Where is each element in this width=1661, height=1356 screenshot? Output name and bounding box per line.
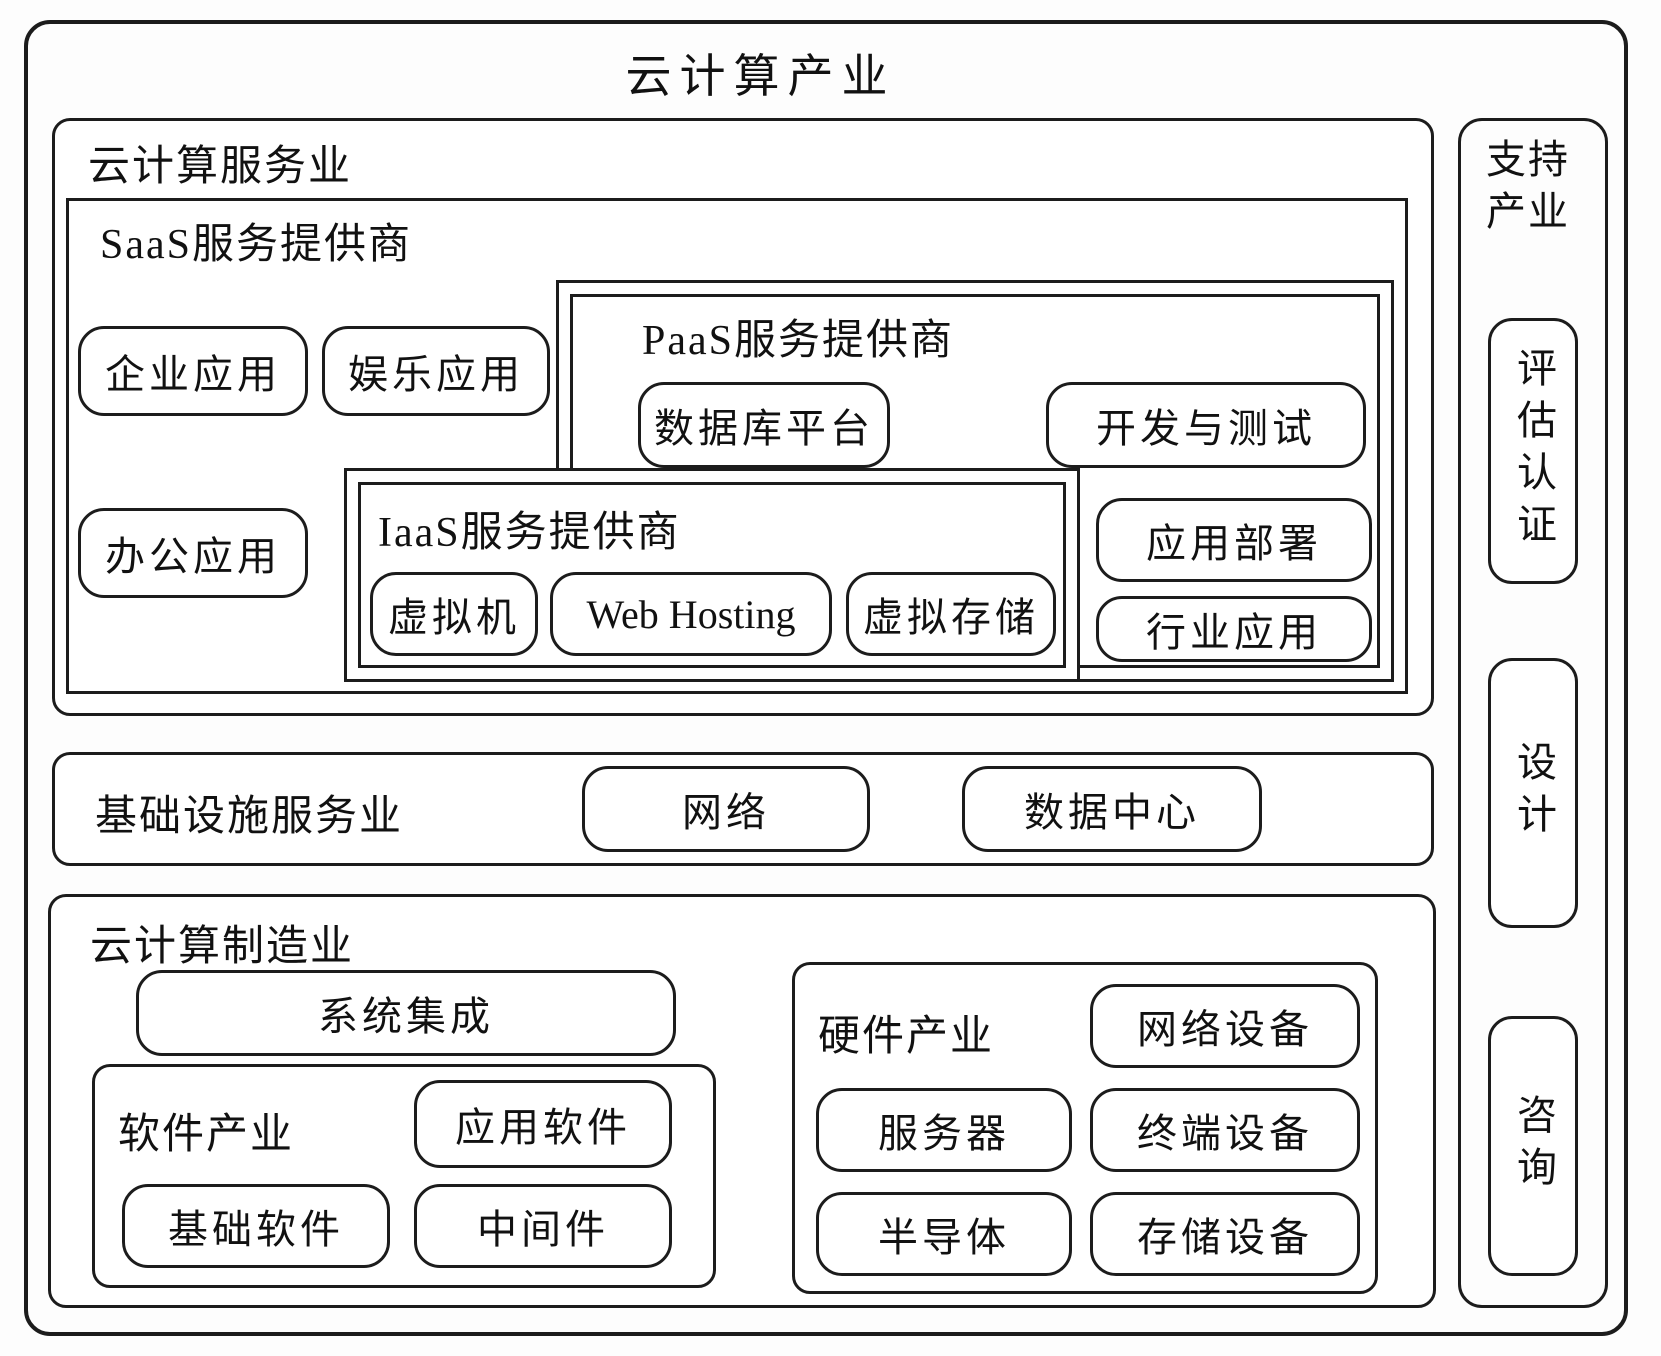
pill-network: 网络 xyxy=(582,766,870,852)
paas-label: PaaS服务提供商 xyxy=(642,318,955,364)
pill-enterprise-apps: 企业应用 xyxy=(78,326,308,416)
iaas-label: IaaS服务提供商 xyxy=(378,510,681,556)
pill-database-platform: 数据库平台 xyxy=(638,382,890,468)
pill-virtual-storage: 虚拟存储 xyxy=(846,572,1056,656)
iaas-box-inner xyxy=(358,482,1066,668)
pill-app-deployment: 应用部署 xyxy=(1096,498,1372,582)
pill-evaluation-certification: 评估认证 xyxy=(1488,318,1578,584)
pill-system-integration: 系统集成 xyxy=(136,970,676,1056)
pill-server: 服务器 xyxy=(816,1088,1072,1172)
pill-terminal-equipment: 终端设备 xyxy=(1090,1088,1360,1172)
pill-web-hosting: Web Hosting xyxy=(550,572,832,656)
pill-office-apps: 办公应用 xyxy=(78,508,308,598)
pill-industry-apps: 行业应用 xyxy=(1096,596,1372,662)
pill-consulting: 咨询 xyxy=(1488,1016,1578,1276)
pill-data-center: 数据中心 xyxy=(962,766,1262,852)
support-industry-label: 支持产业 xyxy=(1486,137,1570,234)
hardware-industry-label: 硬件产业 xyxy=(818,1014,995,1060)
pill-basic-software: 基础软件 xyxy=(122,1184,390,1268)
pill-virtual-machine: 虚拟机 xyxy=(370,572,538,656)
pill-design: 设计 xyxy=(1488,658,1578,928)
service-industry-label: 云计算服务业 xyxy=(88,144,353,190)
pill-storage-equipment: 存储设备 xyxy=(1090,1192,1360,1276)
software-industry-label: 软件产业 xyxy=(118,1112,295,1158)
infrastructure-label: 基础设施服务业 xyxy=(95,794,404,840)
pill-entertainment-apps: 娱乐应用 xyxy=(322,326,550,416)
pill-dev-and-test: 开发与测试 xyxy=(1046,382,1366,468)
diagram-title: 云计算产业 xyxy=(625,51,896,102)
manufacturing-label: 云计算制造业 xyxy=(90,924,355,970)
pill-network-equipment: 网络设备 xyxy=(1090,984,1360,1068)
pill-semiconductor: 半导体 xyxy=(816,1192,1072,1276)
pill-middleware: 中间件 xyxy=(414,1184,672,1268)
saas-label: SaaS服务提供商 xyxy=(100,222,413,268)
pill-application-software: 应用软件 xyxy=(414,1080,672,1168)
